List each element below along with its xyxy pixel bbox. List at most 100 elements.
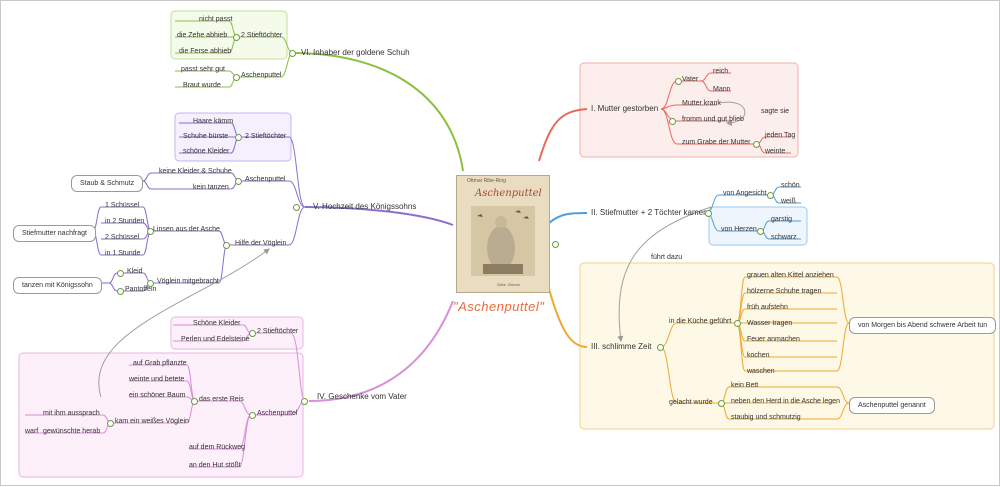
topic-vater[interactable]: Vater <box>682 76 699 83</box>
collapse-toggle[interactable] <box>552 241 559 248</box>
topic-angesicht[interactable]: von Angesicht <box>723 190 767 197</box>
collapse-toggle[interactable] <box>757 228 764 235</box>
collapse-toggle[interactable] <box>675 78 682 85</box>
topic-mann[interactable]: Mann <box>713 86 731 93</box>
topic-garstig[interactable]: garstig <box>771 216 793 223</box>
topic-jeden-tag[interactable]: jeden Tag <box>765 132 796 139</box>
topic-mutter-gestorben[interactable]: I. Mutter gestorben <box>591 104 659 113</box>
collapse-toggle[interactable] <box>289 50 296 57</box>
collapse-toggle[interactable] <box>235 178 242 185</box>
topic-stieftoechter[interactable]: 2 Stieftöchter <box>257 328 299 335</box>
topic-fromm[interactable]: fromm und gut blieb <box>682 116 744 123</box>
topic-perlen[interactable]: Perlen und Edelsteine <box>181 336 250 343</box>
topic-gewuenscht[interactable]: gewünschte herab <box>43 428 101 435</box>
collapse-toggle[interactable] <box>657 344 664 351</box>
topic-kueche[interactable]: in die Küche geführt <box>669 318 732 325</box>
collapse-toggle[interactable] <box>293 204 300 211</box>
topic-staubig[interactable]: staubig und schmutzig <box>731 414 801 421</box>
collapse-toggle[interactable] <box>669 118 676 125</box>
topic-weiss[interactable]: weiß <box>781 198 796 205</box>
topic-schwarz[interactable]: schwarz <box>771 234 797 241</box>
summary-morgen-abend[interactable]: von Morgen bis Abend schwere Arbeit tun <box>849 317 997 334</box>
topic-aschenputtel[interactable]: Aschenputtel <box>257 410 298 417</box>
collapse-toggle[interactable] <box>117 288 124 295</box>
collapse-toggle[interactable] <box>235 134 242 141</box>
topic-rueckweg[interactable]: auf dem Rückweg <box>189 444 246 451</box>
topic-kleid[interactable]: Kleid <box>127 268 143 275</box>
topic-passt[interactable]: passt sehr gut <box>181 66 225 73</box>
topic-aschenputtel[interactable]: Aschenputtel <box>245 176 286 183</box>
summary-staub[interactable]: Staub & Schmutz <box>71 175 144 192</box>
collapse-toggle[interactable] <box>753 141 760 148</box>
collapse-toggle[interactable] <box>147 280 154 287</box>
topic-hut[interactable]: an den Hut stößt <box>189 462 241 469</box>
topic-voeglein[interactable]: kam ein weißes Vöglein <box>115 418 189 425</box>
topic-schoen[interactable]: schön <box>781 182 800 189</box>
topic-schuessel-2[interactable]: 2 Schüssel <box>105 234 140 241</box>
topic-schlimme-zeit[interactable]: III. schlimme Zeit <box>591 342 652 351</box>
topic-reich[interactable]: reich <box>713 68 729 75</box>
topic-stunde-1[interactable]: in 1 Stunde <box>105 250 141 257</box>
topic-haare[interactable]: Haare kämm <box>193 118 234 125</box>
topic-braut[interactable]: Braut wurde <box>183 82 221 89</box>
topic-zehe[interactable]: die Zehe abhieb <box>177 32 228 39</box>
topic-ausprach[interactable]: mit ihm aussprach <box>43 410 100 417</box>
topic-bett[interactable]: kein Bett <box>731 382 759 389</box>
task-item[interactable]: Feuer anmachen <box>747 336 800 343</box>
topic-grabe[interactable]: zum Grabe der Mutter <box>682 139 751 146</box>
collapse-toggle[interactable] <box>233 74 240 81</box>
task-item[interactable]: grauen alten Kittel anziehen <box>747 272 834 279</box>
topic-herd[interactable]: neben den Herd in die Asche legen <box>731 398 840 405</box>
topic-hilfe[interactable]: Hilfe der Vöglein <box>235 240 287 247</box>
topic-ferse[interactable]: die Ferse abhieb <box>179 48 232 55</box>
collapse-toggle[interactable] <box>107 420 114 427</box>
summary-stiefmutter[interactable]: Stiefmutter nachfragt <box>13 225 96 242</box>
topic-weinte[interactable]: weinte <box>765 148 786 155</box>
collapse-toggle[interactable] <box>301 398 308 405</box>
topic-hochzeit[interactable]: V. Hochzeit des Königssohns <box>313 202 417 211</box>
central-topic[interactable]: "Aschenputtel" <box>453 299 545 314</box>
collapse-toggle[interactable] <box>191 398 198 405</box>
topic-betete[interactable]: weinte und betete <box>129 376 185 383</box>
topic-gelacht[interactable]: gelacht wurde <box>669 399 713 406</box>
collapse-toggle[interactable] <box>705 210 712 217</box>
topic-kein-tanzen[interactable]: kein tanzen <box>193 184 229 191</box>
summary-genannt[interactable]: Aschenputtel genannt <box>849 397 935 414</box>
task-item[interactable]: hölzerne Schuhe tragen <box>747 288 822 295</box>
topic-reis[interactable]: das erste Reis <box>199 396 244 403</box>
topic-stiefmutter[interactable]: II. Stiefmutter + 2 Töchter kamen <box>591 208 708 217</box>
topic-keine-kleider[interactable]: keine Kleider & Schuhe <box>159 168 232 175</box>
topic-goldene-schuh[interactable]: VI. Inhaber der goldene Schuh <box>301 48 410 57</box>
collapse-toggle[interactable] <box>147 228 154 235</box>
topic-pantoffeln[interactable]: Pantoffeln <box>125 286 157 293</box>
collapse-toggle[interactable] <box>117 270 124 277</box>
topic-geschenke[interactable]: IV. Geschenke vom Vater <box>317 392 407 401</box>
collapse-toggle[interactable] <box>249 412 256 419</box>
collapse-toggle[interactable] <box>249 330 256 337</box>
task-item[interactable]: Wasser tragen <box>747 320 793 327</box>
topic-baum[interactable]: ein schöner Baum <box>129 392 186 399</box>
topic-grab[interactable]: auf Grab pflanzte <box>133 360 187 367</box>
collapse-toggle[interactable] <box>233 34 240 41</box>
topic-herzen[interactable]: von Herzen <box>721 226 757 233</box>
collapse-toggle[interactable] <box>718 400 725 407</box>
collapse-toggle[interactable] <box>223 242 230 249</box>
topic-mutter-krank[interactable]: Mutter krank <box>682 100 721 107</box>
summary-tanzen[interactable]: tanzen mit Königssohn <box>13 277 102 294</box>
topic-schuhe[interactable]: Schuhe bürste <box>183 133 229 140</box>
topic-schuessel-1[interactable]: 1 Schüssel <box>105 202 140 209</box>
task-item[interactable]: kochen <box>747 352 770 359</box>
topic-kleider[interactable]: Schöne Kleider <box>193 320 241 327</box>
topic-stieftoechter[interactable]: 2 Stieftöchter <box>245 133 287 140</box>
task-item[interactable]: waschen <box>747 368 775 375</box>
topic-nicht-passt[interactable]: nicht passt <box>199 16 233 23</box>
task-item[interactable]: früh aufstehn <box>747 304 788 311</box>
collapse-toggle[interactable] <box>734 320 741 327</box>
collapse-toggle[interactable] <box>767 192 774 199</box>
topic-linsen[interactable]: Linsen aus der Asche <box>153 226 220 233</box>
topic-stieftoechter[interactable]: 2 Stieftöchter <box>241 32 283 39</box>
topic-schoene-kleider[interactable]: schöne Kleider <box>183 148 230 155</box>
topic-aschenputtel[interactable]: Aschenputtel <box>241 72 282 79</box>
topic-warf[interactable]: warf <box>25 428 39 435</box>
topic-voeglein-mitgebracht[interactable]: Vöglein mitgebracht <box>157 278 219 285</box>
